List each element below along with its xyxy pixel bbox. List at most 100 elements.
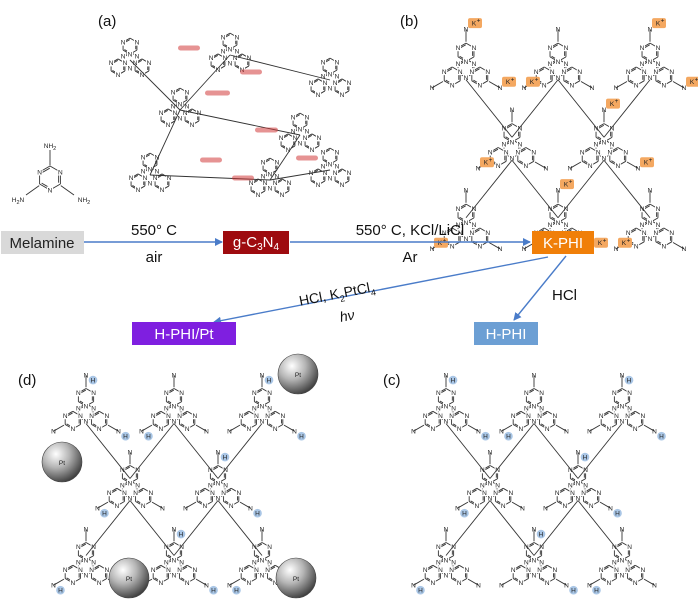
- nitrogen-atom: N: [252, 390, 257, 397]
- amine-bond: [545, 501, 557, 509]
- atom-mask: [266, 404, 273, 412]
- nitrogen-atom: N: [239, 413, 244, 420]
- hydrogen-bond-highlight: [178, 45, 200, 51]
- nitrogen-atom: N: [303, 135, 308, 142]
- platinum-particle: [41, 441, 83, 483]
- atom-mask: [113, 502, 120, 510]
- atom-mask: [601, 154, 607, 162]
- atom-mask: [177, 114, 183, 122]
- nitrogen-atom: N: [594, 126, 599, 133]
- amine-nitrogen: N: [532, 526, 537, 533]
- nitrogen-atom: N: [596, 490, 601, 497]
- atom-mask: [150, 566, 157, 574]
- hydrogen-atom-badge: [504, 431, 513, 441]
- amine-nitrogen: N: [411, 429, 416, 436]
- nitrogen-atom: N: [155, 154, 160, 161]
- atom-mask: [227, 59, 233, 67]
- nitrogen-atom: N: [562, 503, 567, 510]
- nitrogen-atom: N: [570, 490, 575, 497]
- nitrogen-atom: N: [252, 544, 257, 551]
- atom-mask: [259, 556, 265, 564]
- nitrogen-atom: N: [335, 59, 340, 66]
- nitrogen-atom: N: [141, 154, 146, 161]
- nitrogen-atom: N: [195, 490, 200, 497]
- bridge-bond: [533, 500, 579, 556]
- amine-bond: [239, 501, 251, 509]
- atom-mask: [170, 88, 177, 96]
- atom-mask: [264, 412, 271, 420]
- atom-mask: [135, 186, 141, 194]
- nitrogen-atom: N: [640, 45, 645, 52]
- nitrogen-atom: N: [467, 490, 472, 497]
- atom-mask: [163, 389, 170, 397]
- potassium-charge: +: [695, 76, 698, 83]
- step4-condition-top: HCl, K2PtCl4: [298, 278, 377, 311]
- nitrogen-atom: N: [148, 180, 153, 187]
- nitrogen-atom: N: [159, 110, 164, 117]
- atom-mask: [611, 558, 618, 566]
- nitrogen-atom: N: [444, 573, 449, 580]
- atom-mask: [555, 219, 561, 227]
- nitrogen-atom: N: [265, 413, 270, 420]
- atom-mask: [120, 52, 127, 60]
- amine-nitrogen: N: [488, 449, 493, 456]
- nitrogen-atom: N: [328, 175, 333, 182]
- nitrogen-atom: N: [216, 480, 221, 487]
- potassium-badge: [594, 237, 609, 248]
- amine-nitrogen: N: [520, 506, 525, 513]
- nitrogen-atom: N: [625, 567, 630, 574]
- atom-mask: [134, 481, 141, 489]
- atom-mask: [134, 466, 141, 474]
- nitrogen-atom: N: [444, 419, 449, 426]
- nitrogen-atom: N: [526, 567, 531, 574]
- atom-mask: [302, 134, 309, 142]
- nitrogen-atom: N: [235, 48, 240, 55]
- atom-mask: [517, 579, 524, 587]
- amine-nitrogen: N: [648, 26, 653, 33]
- nitrogen-atom: N: [164, 390, 169, 397]
- atom-mask: [315, 181, 321, 189]
- nitrogen-atom: N: [539, 390, 544, 397]
- amine-nitrogen: N: [227, 429, 232, 436]
- nitrogen-atom: N: [291, 114, 296, 121]
- amino-nh: NH: [44, 143, 54, 150]
- atom-mask: [611, 404, 618, 412]
- atom-mask: [531, 571, 537, 579]
- atom-mask: [523, 389, 530, 397]
- nitrogen-atom: N: [158, 580, 163, 587]
- atom-mask: [238, 412, 245, 420]
- atom-mask: [215, 479, 221, 487]
- atom-mask: [455, 205, 462, 213]
- hydrogen-atom: H: [615, 511, 620, 518]
- nitrogen-atom: N: [620, 403, 625, 410]
- nitrogen-atom: N: [208, 467, 213, 474]
- atom-mask: [153, 167, 160, 175]
- amine-nitrogen: N: [84, 526, 89, 533]
- nitrogen-atom: N: [501, 503, 506, 510]
- nitrogen-atom: N: [89, 413, 94, 420]
- nitrogen-atom: N: [442, 230, 447, 237]
- atom-mask: [470, 205, 477, 213]
- atom-mask: [514, 148, 521, 156]
- atom-mask: [132, 59, 139, 67]
- nitrogen-atom: N: [532, 403, 537, 410]
- atom-mask: [466, 489, 473, 497]
- nitrogen-atom: N: [620, 573, 625, 580]
- atom-mask: [530, 148, 537, 156]
- hydrogen-atom-badge: [176, 529, 186, 539]
- nitrogen-atom: N: [328, 85, 333, 92]
- atom-mask: [437, 412, 444, 420]
- gcn-label: g-C3N4: [233, 234, 280, 253]
- nitrogen-atom: N: [298, 126, 303, 133]
- amine-bond: [672, 242, 685, 250]
- hydrogen-atom-badge: [580, 452, 590, 462]
- atom-mask: [468, 229, 475, 237]
- nitrogen-atom: N: [456, 45, 461, 52]
- atom-mask: [476, 242, 483, 250]
- atom-mask: [106, 489, 113, 497]
- atom-mask: [259, 571, 265, 579]
- amine-bond: [501, 578, 513, 586]
- nitrogen-atom: N: [606, 580, 611, 587]
- nitrogen-atom: N: [141, 168, 146, 175]
